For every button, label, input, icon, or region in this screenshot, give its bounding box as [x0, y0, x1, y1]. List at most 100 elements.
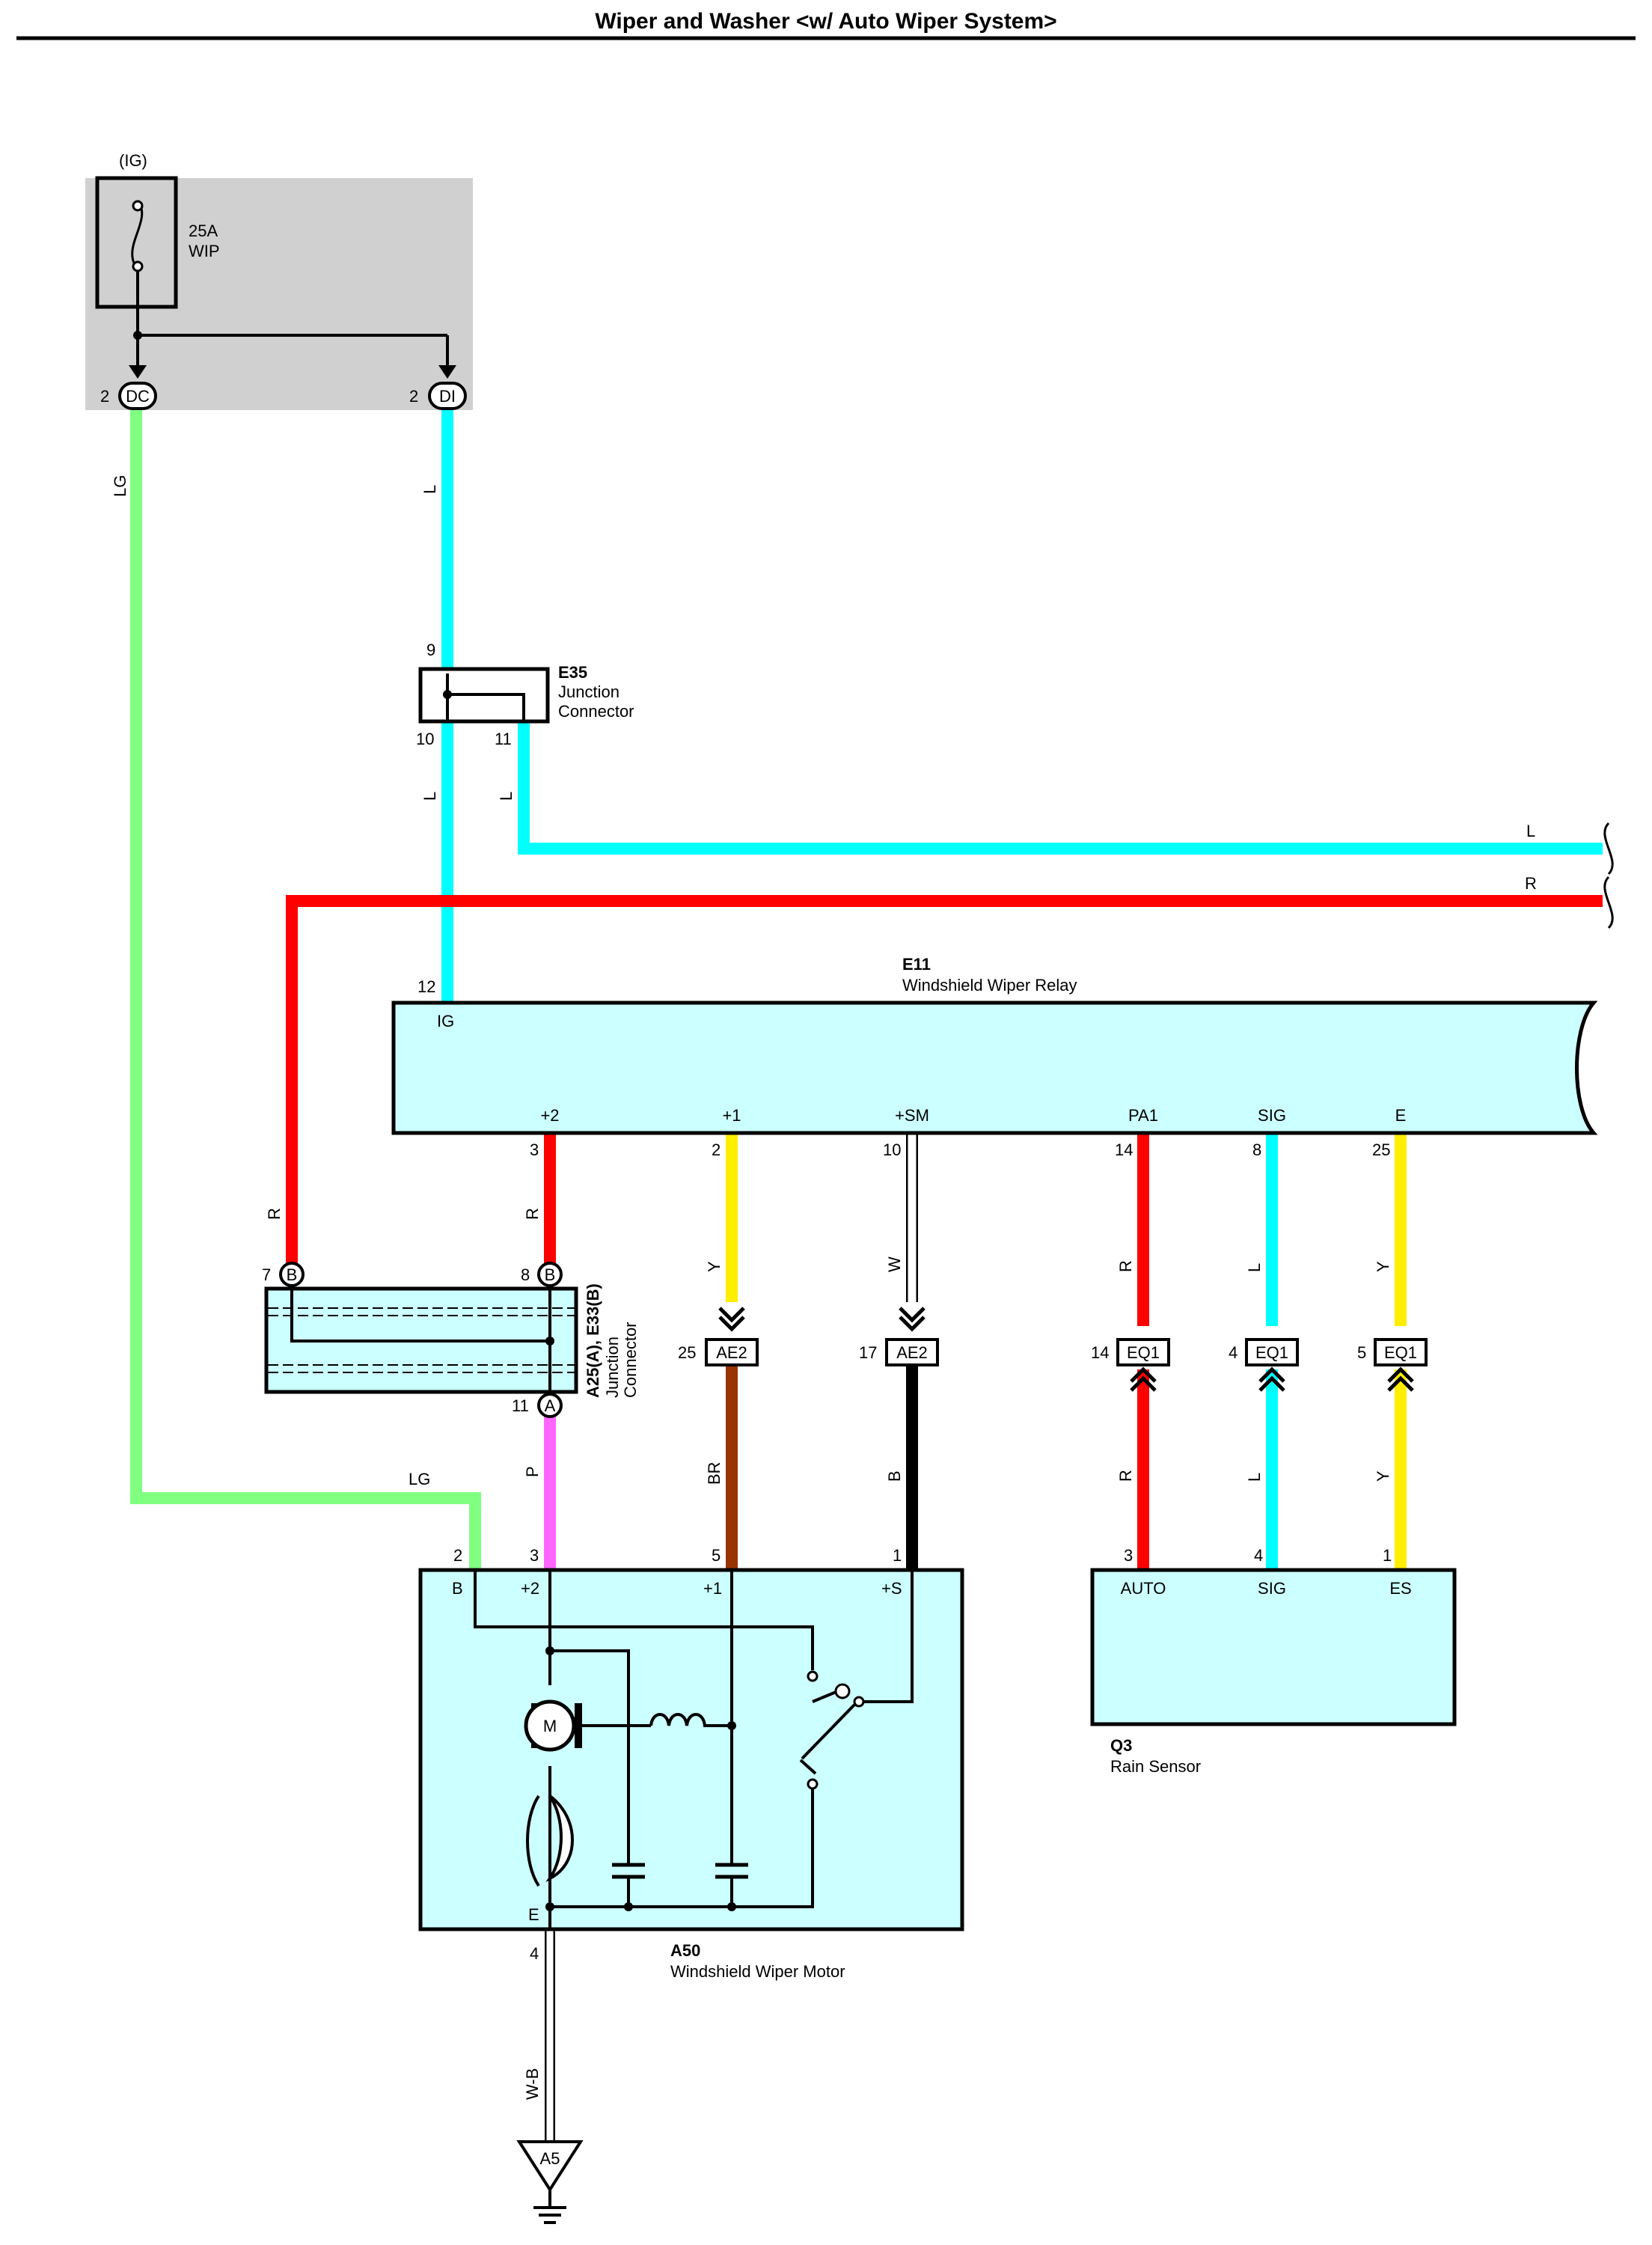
e35-code: E35 — [558, 663, 587, 682]
connector-dc — [118, 382, 157, 410]
wire-label: L — [1245, 1473, 1264, 1482]
inline-connector-eq1-1 — [1116, 1338, 1170, 1366]
inline-connector-ae2-1 — [705, 1338, 759, 1366]
inline-connector-code: EQ1 — [1384, 1343, 1417, 1362]
fuse-junction-dot — [133, 331, 142, 340]
inline-connector-code: EQ1 — [1255, 1343, 1288, 1362]
inline-connector-pin: 17 — [859, 1343, 877, 1362]
inline-connector-pin: 14 — [1091, 1343, 1109, 1362]
connector-di-code: DI — [439, 387, 456, 406]
q3-pin-number: 3 — [1124, 1546, 1133, 1565]
diagram-title: Wiper and Washer <w/ Auto Wiper System> — [595, 9, 1056, 34]
wire-label: L — [1526, 822, 1535, 840]
ae2-2-arrow — [899, 1307, 926, 1332]
inline-connector-eq1-3 — [1374, 1338, 1428, 1366]
circuit-breaker-arc — [526, 1795, 540, 1887]
e11-pin-name: SIG — [1258, 1106, 1286, 1125]
e11-pin-name: PA1 — [1128, 1106, 1158, 1125]
a50-name: Windshield Wiper Motor — [670, 1962, 845, 1981]
break-mark-r — [1603, 876, 1614, 929]
a50-pin-e-num: 4 — [530, 1944, 539, 1963]
ae2-1-arrow — [718, 1307, 745, 1332]
wire-label: L — [420, 792, 439, 801]
a50-internal-circuit — [474, 1570, 914, 1908]
wire-label: L — [497, 792, 516, 801]
a50-dot-1 — [545, 1646, 554, 1655]
a25-pin11-num: 11 — [512, 1396, 529, 1415]
e11-name: Windshield Wiper Relay — [902, 976, 1077, 995]
fuse-block-label: (IG) — [119, 151, 147, 170]
e11-pin-number: 10 — [883, 1140, 901, 1159]
wire-label: W-B — [523, 2068, 542, 2100]
wire-label: Y — [1374, 1470, 1392, 1482]
motor-brush-right — [575, 1703, 582, 1748]
a50-code: A50 — [670, 1941, 700, 1960]
e35-pin-in: 9 — [426, 641, 435, 659]
inline-connector-ae2-2 — [885, 1338, 939, 1366]
wire-label: W — [885, 1256, 904, 1272]
a50-pin-b: B — [452, 1579, 463, 1598]
a50-dot-2 — [727, 1721, 736, 1730]
eq1-1-arrow — [1130, 1366, 1157, 1392]
wire-label: R — [1525, 874, 1537, 893]
a25-pin11-code: A — [545, 1396, 556, 1415]
a25-pin7-num: 7 — [262, 1265, 271, 1284]
inline-connector-eq1-2 — [1245, 1338, 1299, 1366]
a25-name-line1: Junction — [603, 1337, 622, 1398]
wire-label: R — [265, 1208, 284, 1220]
a50-dot-5 — [727, 1902, 736, 1911]
fuse-name: WIP — [189, 242, 220, 260]
wire-r-top — [286, 895, 1603, 1271]
wire-label: L — [1245, 1263, 1264, 1272]
break-mark-l — [1603, 822, 1614, 876]
a25-name-line2: Connector — [621, 1322, 640, 1398]
inductor-coil-icon — [649, 1713, 711, 1727]
q3-name: Rain Sensor — [1110, 1757, 1201, 1776]
q3-code: Q3 — [1110, 1736, 1132, 1755]
switch-arm — [801, 1703, 856, 1760]
a50-pin-e: E — [528, 1905, 539, 1924]
wire-label: R — [523, 1208, 542, 1220]
e11-pin-ig-num: 12 — [417, 977, 435, 996]
arrow-dc — [129, 365, 147, 379]
wire-label: LG — [409, 1470, 430, 1488]
eq1-2-arrow — [1258, 1366, 1285, 1392]
a25-pin8-num: 8 — [521, 1265, 530, 1284]
e35-name-line2: Connector — [558, 702, 634, 721]
e35-name-line1: Junction — [558, 682, 620, 701]
inline-connector-code: EQ1 — [1127, 1343, 1160, 1362]
wire-label: Y — [705, 1261, 723, 1272]
switch-cam — [834, 1683, 851, 1699]
a50-pin-p1-num: 5 — [712, 1546, 721, 1565]
a25-pin7-code: B — [287, 1265, 298, 1284]
ground-a5-code: A5 — [540, 2149, 560, 2168]
a25-code: A25(A), E33(B) — [584, 1283, 602, 1398]
e11-pin-name: +1 — [722, 1106, 741, 1125]
e35-junction-dot — [443, 690, 452, 699]
e11-pin-number: 3 — [530, 1140, 539, 1159]
a50-wiper-motor-box — [418, 1568, 964, 1931]
q3-pin-name: ES — [1389, 1579, 1411, 1598]
e11-pin-number: 2 — [712, 1140, 721, 1159]
wire-lg — [130, 410, 481, 1570]
inline-connector-pin: 5 — [1357, 1343, 1366, 1362]
e11-pin-name: +SM — [895, 1106, 929, 1125]
wire-label: BR — [705, 1461, 723, 1485]
a25-pin8-circle — [537, 1262, 563, 1287]
e11-pin-name: E — [1395, 1106, 1407, 1125]
e35-pin-out2: 11 — [495, 730, 512, 748]
a50-pin-s-num: 1 — [893, 1546, 902, 1565]
q3-pin-name: SIG — [1258, 1579, 1286, 1598]
connector-dc-pin: 2 — [100, 387, 109, 406]
e11-pin-number: 25 — [1372, 1140, 1390, 1159]
switch-contact-common — [853, 1696, 865, 1708]
eq1-3-arrow — [1387, 1366, 1414, 1392]
wire-label: P — [523, 1466, 542, 1477]
e35-internal-2 — [447, 693, 525, 720]
switch-arm-tail — [799, 1759, 817, 1775]
inline-connector-pin: 25 — [678, 1343, 696, 1362]
a50-pin-b-num: 2 — [453, 1546, 462, 1565]
circuit-breaker-icon — [545, 1795, 574, 1883]
fuse-block-background — [85, 178, 473, 410]
e35-pin-out1: 10 — [416, 730, 434, 748]
